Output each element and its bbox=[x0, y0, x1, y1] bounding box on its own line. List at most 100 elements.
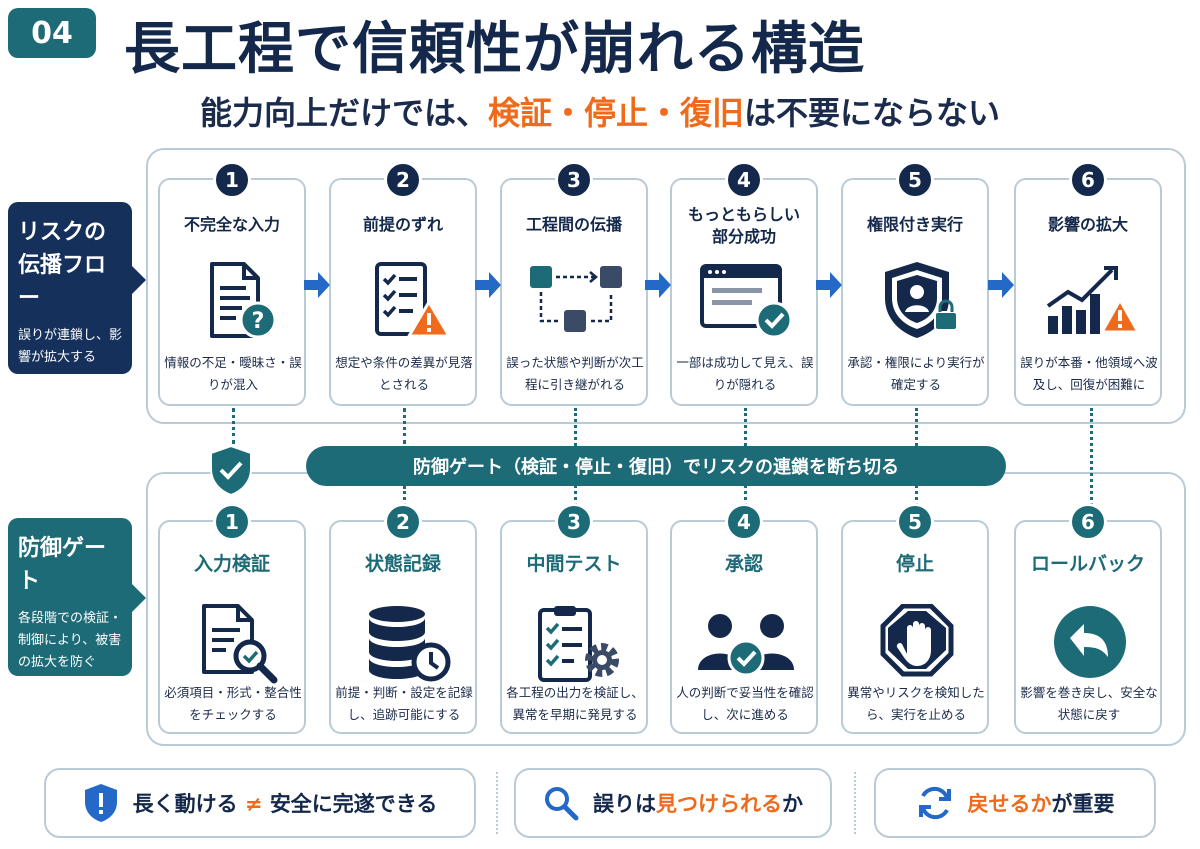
magnifier-icon bbox=[545, 787, 579, 821]
gate-step-card: 4 承認 人の判断で妥当性を確認し、次に進める bbox=[670, 503, 818, 734]
step-description: 誤りが本番・他領域へ波及し、回復が困難に bbox=[1020, 355, 1158, 392]
database-clock-icon bbox=[369, 606, 451, 682]
step-description: 誤った状態や判断が次工程に引き継がれる bbox=[506, 355, 644, 392]
chart-warning-icon bbox=[1046, 266, 1140, 334]
stop-hand-icon bbox=[880, 604, 954, 677]
page-title: 長工程で信頼性が崩れる構造 bbox=[124, 17, 865, 82]
step-title: 工程間の伝播 bbox=[525, 215, 622, 234]
subtitle-pre: 能力向上だけでは、 bbox=[199, 94, 488, 132]
gate-label-pointer bbox=[132, 584, 146, 612]
takeaway-pill: 長く動ける ≠ 安全に完遂できる bbox=[44, 768, 476, 838]
step-title: もっともらしい部分成功 bbox=[687, 205, 800, 246]
flow-blocks-icon bbox=[530, 266, 622, 332]
step-title: ロールバック bbox=[1030, 553, 1145, 575]
divider bbox=[496, 772, 498, 834]
takeaway-text: 誤りは bbox=[593, 792, 656, 816]
step-number: 4 bbox=[725, 161, 763, 199]
gate-step-card: 2 状態記録 前提・判断・設定を記録し、追跡可能にする bbox=[329, 503, 477, 734]
step-description: 必須項目・形式・整合性をチェックする bbox=[164, 685, 302, 722]
refresh-icon bbox=[918, 786, 951, 820]
step-title: 前提のずれ bbox=[362, 215, 443, 234]
risk-step-card: 1 不完全な入力 ? 情報の不足・曖昧さ・誤りが混入 bbox=[158, 161, 306, 406]
step-title: 入力検証 bbox=[193, 553, 270, 575]
checklist-warning-icon bbox=[375, 262, 451, 338]
risk-label-pointer bbox=[132, 266, 146, 294]
risk-step-card: 5 権限付き実行 承認・権限により実行が確定する bbox=[841, 161, 989, 406]
step-description: 一部は成功して見え、誤りが隠れる bbox=[676, 355, 814, 392]
step-description: 各工程の出力を検証し、異常を早期に発見する bbox=[506, 685, 644, 722]
connector-dots bbox=[403, 486, 406, 506]
step-description: 想定や条件の差異が見落とされる bbox=[335, 355, 473, 392]
defense-gate-banner: 防御ゲート（検証・停止・復旧）でリスクの連鎖を断ち切る bbox=[306, 446, 1006, 486]
takeaway-highlight: 見つけられる bbox=[656, 792, 782, 816]
step-title: 停止 bbox=[895, 553, 934, 575]
flow-arrow-icon bbox=[304, 272, 330, 298]
risk-flow-label: リスクの 伝播フロー 誤りが連鎖し、影響が拡大する bbox=[8, 202, 132, 374]
takeaway-text: か bbox=[782, 792, 803, 816]
gate-step-card: 3 中間テスト 各工程の出力を検証し、異常を早期に発見する bbox=[500, 503, 648, 734]
risk-flow-title-2: 伝播フロー bbox=[18, 253, 107, 311]
step-title: 中間テスト bbox=[526, 553, 622, 575]
takeaway-highlight: 戻せるか bbox=[967, 792, 1052, 816]
step-number: 5 bbox=[896, 161, 934, 199]
step-number: 3 bbox=[555, 161, 593, 199]
subtitle-post: は不要にならない bbox=[744, 94, 1001, 132]
subtitle-highlight: 検証・停止・復旧 bbox=[487, 94, 744, 132]
step-number: 1 bbox=[213, 161, 251, 199]
document-question-icon: ? bbox=[210, 262, 277, 339]
shield-lock-icon bbox=[885, 262, 958, 338]
shield-exclamation-icon bbox=[84, 784, 117, 822]
step-description: 影響を巻き戻し、安全な状態に戻す bbox=[1020, 685, 1158, 722]
step-title: 権限付き実行 bbox=[866, 215, 963, 234]
step-title: 不完全な入力 bbox=[183, 215, 280, 234]
gate-step-card: 1 入力検証 必須項目・形式・整合性をチェックする bbox=[158, 503, 306, 734]
step-number: 3 bbox=[555, 503, 593, 541]
risk-step-card: 6 影響の拡大 誤りが本番・他領域へ波及し、回復が困難に bbox=[1014, 161, 1162, 406]
flow-arrow-icon bbox=[816, 272, 842, 298]
defense-gate-desc: 各段階での検証・制御により、被害の拡大を防ぐ bbox=[18, 611, 123, 671]
step-title: 承認 bbox=[724, 553, 763, 575]
connector-dots bbox=[232, 408, 235, 444]
risk-step-card: 2 前提のずれ 想定や条件の差異が見落とされる bbox=[329, 161, 477, 406]
takeaway-text: 安全に完遂できる bbox=[269, 792, 438, 816]
risk-flow-desc: 誤りが連鎖し、影響が拡大する bbox=[18, 328, 123, 366]
step-number: 2 bbox=[384, 503, 422, 541]
takeaway-pill: 戻せるかが重要 bbox=[874, 768, 1156, 838]
gate-step-card: 6 ロールバック 影響を巻き戻し、安全な状態に戻す bbox=[1014, 503, 1162, 734]
risk-step-card: 4 もっともらしい部分成功 一部は成功して見え、誤りが隠れる bbox=[670, 161, 818, 406]
step-number: 5 bbox=[896, 503, 934, 541]
step-description: 異常やリスクを検知したら、実行を止める bbox=[847, 685, 985, 722]
step-description: 情報の不足・曖昧さ・誤りが混入 bbox=[164, 355, 302, 392]
connector-dots bbox=[403, 408, 406, 444]
step-description: 前提・判断・設定を記録し、追跡可能にする bbox=[335, 685, 473, 722]
page-subtitle: 能力向上だけでは、検証・停止・復旧は不要にならない bbox=[0, 88, 1200, 134]
step-description: 承認・権限により実行が確定する bbox=[847, 355, 985, 392]
section-number-badge: 04 bbox=[8, 8, 96, 58]
connector-dots bbox=[1090, 408, 1093, 506]
step-number: 4 bbox=[725, 503, 763, 541]
step-number: 2 bbox=[384, 161, 422, 199]
svg-text:?: ? bbox=[252, 309, 265, 334]
flow-arrow-icon bbox=[475, 272, 501, 298]
takeaway-text: 長く動ける bbox=[132, 792, 238, 816]
step-number: 6 bbox=[1069, 503, 1107, 541]
step-title: 影響の拡大 bbox=[1047, 215, 1128, 234]
step-title: 状態記録 bbox=[364, 553, 441, 575]
flow-arrow-icon bbox=[645, 272, 671, 298]
flow-arrow-icon bbox=[988, 272, 1014, 298]
document-search-icon bbox=[202, 604, 278, 684]
step-description: 人の判断で妥当性を確認し、次に進める bbox=[676, 685, 814, 722]
takeaway-pill: 誤りは見つけられるか bbox=[514, 768, 832, 838]
window-check-icon bbox=[700, 264, 793, 339]
step-number: 1 bbox=[213, 503, 251, 541]
risk-flow-title-1: リスクの bbox=[18, 220, 107, 245]
gate-step-card: 5 停止 異常やリスクを検知したら、実行を止める bbox=[841, 503, 989, 734]
not-equal-sign: ≠ bbox=[244, 792, 263, 816]
step-number: 6 bbox=[1069, 161, 1107, 199]
undo-arrow-icon bbox=[1054, 606, 1126, 678]
divider bbox=[854, 772, 856, 834]
shield-check-icon bbox=[210, 444, 252, 496]
defense-gate-label: 防御ゲート 各段階での検証・制御により、被害の拡大を防ぐ bbox=[8, 518, 132, 676]
people-check-icon bbox=[698, 614, 794, 677]
defense-gate-panel bbox=[146, 472, 1186, 746]
